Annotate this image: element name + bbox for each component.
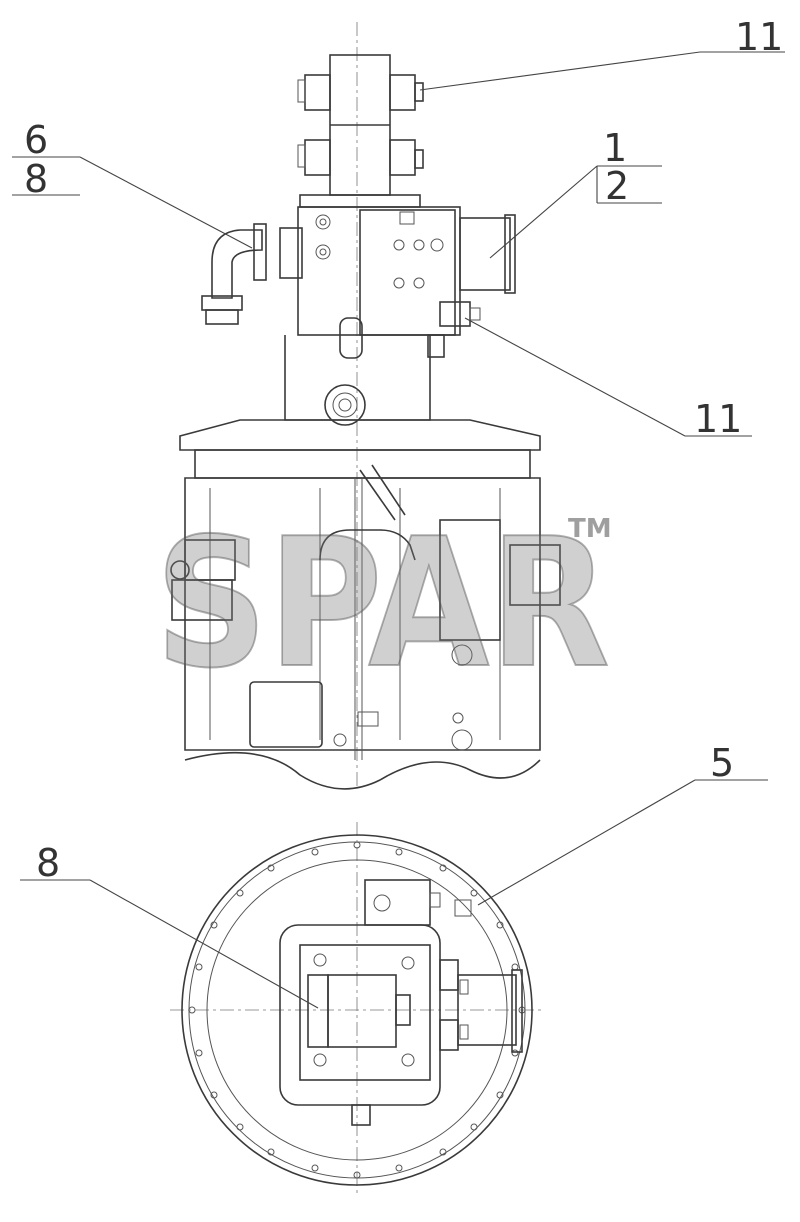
callout-1: 1 — [603, 126, 627, 170]
callout-5: 5 — [710, 741, 734, 785]
callout-8-bottom: 8 — [36, 841, 60, 885]
callout-11-mid: 11 — [694, 397, 742, 441]
callout-11-top: 11 — [735, 15, 783, 59]
pump-body — [201, 206, 516, 359]
watermark-logo: SPAR — [155, 500, 610, 707]
watermark: SPAR TM — [154, 499, 612, 708]
callout-8-top: 8 — [24, 157, 48, 201]
watermark-tm: TM — [568, 514, 612, 544]
motor-housing — [179, 335, 541, 479]
callout-2: 2 — [605, 164, 629, 208]
flange-bolt-holes — [188, 841, 526, 1179]
bottom-view — [181, 834, 533, 1186]
callout-6: 6 — [24, 118, 48, 162]
motor-head — [297, 54, 424, 208]
callouts: 11 6 8 1 2 11 5 8 — [24, 15, 783, 885]
leader-lines — [12, 51, 785, 1009]
gearbox — [170, 464, 561, 790]
